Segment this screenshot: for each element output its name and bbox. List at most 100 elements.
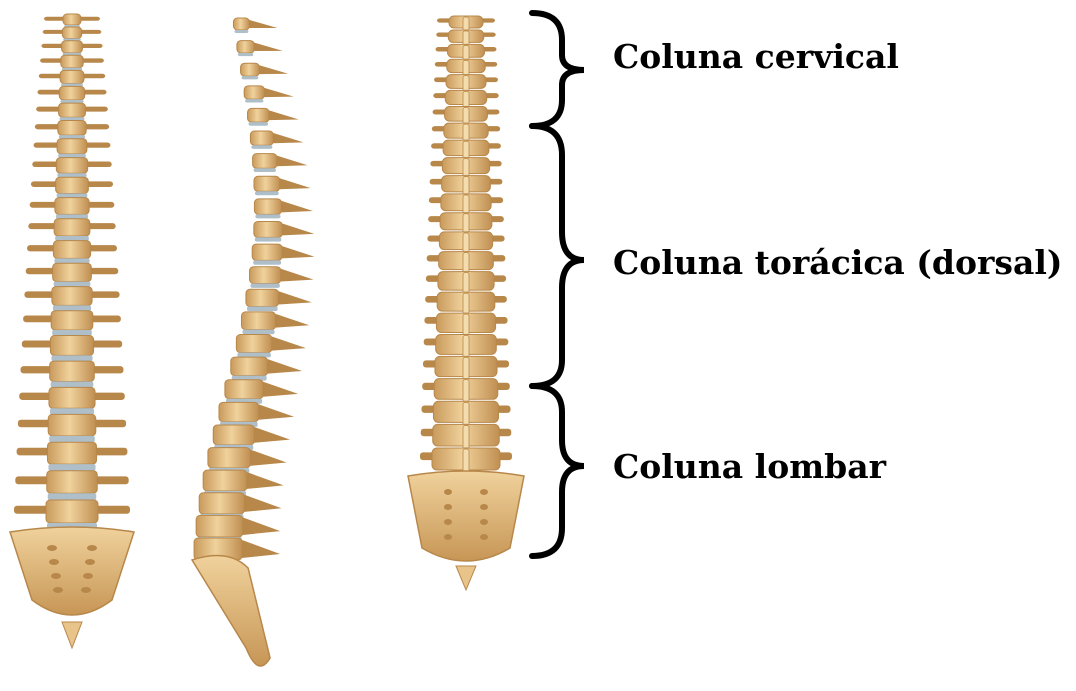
vertebral-body <box>51 311 93 330</box>
sacral-foramen <box>480 489 488 495</box>
vertebral-body <box>56 177 89 193</box>
vertebral-body <box>236 335 271 353</box>
intervertebral-disc <box>54 258 89 263</box>
vertebral-body <box>219 402 259 421</box>
sacral-foramen <box>480 519 488 525</box>
spinous-process <box>247 472 284 489</box>
sacral-foramen <box>53 587 63 593</box>
spinous-process <box>463 293 469 314</box>
vertebral-body <box>254 221 283 237</box>
vertebral-body <box>48 414 96 435</box>
sacral-foramen <box>444 534 452 540</box>
vertebral-body <box>46 500 98 523</box>
spinous-process <box>463 76 469 92</box>
intervertebral-disc <box>57 193 88 197</box>
spinous-process <box>249 20 277 28</box>
label-cervical-spine: Coluna cervical <box>613 40 899 73</box>
vertebral-body <box>250 131 273 145</box>
spinous-process <box>277 156 308 167</box>
intervertebral-disc <box>57 173 86 177</box>
intervertebral-disc <box>234 30 248 33</box>
sacral-foramen <box>444 504 452 510</box>
sacral-foramen <box>81 587 91 593</box>
sacral-foramen <box>51 573 61 579</box>
spinous-process <box>463 380 469 403</box>
spinous-process <box>463 45 469 60</box>
vertebral-body <box>196 515 243 537</box>
vertebral-body <box>60 70 84 83</box>
vertebral-body <box>50 361 95 381</box>
intervertebral-disc <box>53 305 91 310</box>
vertebral-body <box>199 493 244 514</box>
spinous-process <box>463 402 469 425</box>
vertebral-body <box>53 241 90 259</box>
spinous-process <box>463 159 469 177</box>
vertebral-body <box>62 27 81 39</box>
sacral-foramen <box>444 489 452 495</box>
intervertebral-disc <box>55 236 89 241</box>
spinous-process <box>282 201 313 212</box>
intervertebral-disc <box>49 436 95 442</box>
intervertebral-disc <box>245 99 263 102</box>
vertebral-body <box>54 219 90 236</box>
intervertebral-disc <box>253 260 281 264</box>
sacrum <box>10 527 134 615</box>
spinous-process <box>269 110 299 120</box>
intervertebral-disc <box>247 307 278 312</box>
spinous-process <box>463 60 469 75</box>
spinous-process <box>279 291 312 304</box>
spinous-process <box>263 382 298 397</box>
vertebral-body <box>59 103 86 117</box>
spinous-process <box>244 495 281 512</box>
intervertebral-disc <box>242 76 259 79</box>
vertebral-body <box>57 139 87 154</box>
sacrum <box>192 556 270 667</box>
spinous-process <box>463 108 469 125</box>
vertebral-body <box>254 199 281 214</box>
spinous-process <box>463 124 469 141</box>
vertebral-body <box>253 154 277 169</box>
spinous-process <box>254 427 290 443</box>
spinous-process <box>463 141 469 158</box>
vertebral-body <box>246 289 279 306</box>
vertebral-body <box>47 471 98 493</box>
sacral-foramen <box>83 573 93 579</box>
bracket-cervical <box>532 13 584 126</box>
spinous-process <box>463 273 469 294</box>
intervertebral-disc <box>251 145 272 149</box>
sacral-foramen <box>444 519 452 525</box>
vertebral-body <box>241 63 260 76</box>
vertebral-body <box>231 357 268 376</box>
intervertebral-disc <box>249 122 269 126</box>
spinous-process <box>276 314 310 328</box>
spinous-process <box>463 31 469 45</box>
spinous-process <box>242 540 280 558</box>
vertebral-body <box>237 41 254 53</box>
intervertebral-disc <box>51 381 94 387</box>
spinous-process <box>463 425 469 449</box>
label-thoracic-spine: Coluna torácica (dorsal) <box>613 246 1062 279</box>
spinous-process <box>463 214 469 233</box>
bracket-lumbar <box>532 386 584 556</box>
coccyx <box>456 566 476 590</box>
vertebral-body <box>58 121 86 136</box>
spinous-process <box>282 246 314 258</box>
spinous-process <box>254 43 282 51</box>
spinous-process <box>463 177 469 195</box>
intervertebral-disc <box>254 168 276 172</box>
spinous-process <box>273 133 303 143</box>
spinous-process <box>280 178 311 189</box>
vertebral-body <box>233 18 249 30</box>
vertebral-body <box>63 14 81 25</box>
vertebral-body <box>61 55 83 68</box>
bracket-thoracic <box>532 126 584 386</box>
intervertebral-disc <box>255 214 280 218</box>
anterior-view <box>10 14 134 648</box>
intervertebral-disc <box>52 330 92 335</box>
spinous-process <box>268 359 303 374</box>
spinous-process <box>463 17 469 31</box>
label-lumbar-spine: Coluna lombar <box>613 450 886 483</box>
spinous-process <box>463 357 469 379</box>
sacral-foramen <box>49 559 59 565</box>
